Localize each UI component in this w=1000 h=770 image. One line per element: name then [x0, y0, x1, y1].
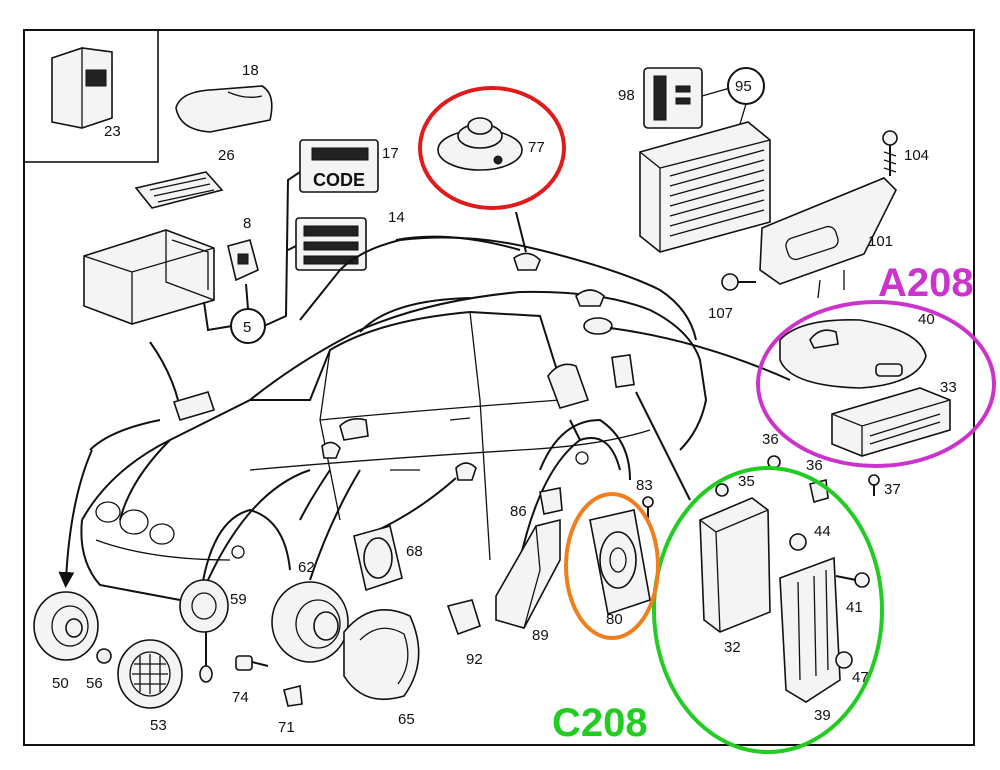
callout-56: 56 [86, 675, 103, 692]
nut-35 [715, 483, 729, 497]
bolt-107 [721, 273, 756, 291]
c208-label: C208 [552, 701, 648, 745]
booklet-part [51, 47, 113, 129]
car-body [80, 236, 708, 601]
callout-74: 74 [232, 689, 249, 706]
door-speaker-bracket [547, 363, 590, 409]
bolt-37 [868, 474, 880, 496]
callout-71: 71 [278, 719, 295, 736]
callout-8: 8 [243, 215, 251, 232]
callout-68: 68 [406, 543, 423, 560]
screw-56 [96, 648, 112, 664]
cd-changer-95 [639, 121, 771, 253]
connector-part [227, 239, 259, 282]
callout-98: 98 [618, 87, 635, 104]
callout-44: 44 [814, 523, 831, 540]
callout-77: 77 [528, 139, 545, 156]
callout-39: 39 [814, 707, 831, 724]
rear-module [611, 353, 635, 389]
callout-32: 32 [724, 639, 741, 656]
code-card-text: CODE [313, 170, 365, 190]
callout-37: 37 [884, 481, 901, 498]
callout-107: 107 [708, 305, 733, 322]
callout-62: 62 [298, 559, 315, 576]
grille-65 [343, 608, 420, 700]
inset-box [23, 29, 159, 163]
callout-65: 65 [398, 711, 415, 728]
speaker-77-part [437, 117, 523, 171]
screw-104 [882, 130, 898, 176]
bracket-101 [759, 177, 897, 299]
callout-35: 35 [738, 473, 755, 490]
cover-92 [446, 599, 481, 636]
callout-33: 33 [940, 379, 957, 396]
callout-80: 80 [606, 611, 623, 628]
callout-101: 101 [868, 233, 893, 250]
green-highlight-ring [652, 466, 884, 754]
bracket-39 [779, 556, 841, 703]
callout-23: 23 [104, 123, 121, 140]
callout-40: 40 [918, 311, 935, 328]
remote-part [134, 171, 224, 209]
nut-44 [789, 533, 807, 551]
callout-104: 104 [904, 147, 929, 164]
callout-36-side: 36 [806, 457, 823, 474]
side-module [172, 391, 216, 421]
callout-83: 83 [636, 477, 653, 494]
plug-71 [283, 685, 303, 707]
card-holder-98 [643, 67, 703, 129]
speaker-59-part [179, 579, 229, 683]
rear-shelf-speaker [575, 289, 605, 307]
mirror-switch [321, 441, 341, 459]
diagram-frame [23, 29, 975, 746]
orange-highlight-ring [564, 492, 660, 640]
radio-unit-part [83, 229, 215, 325]
callout-5: 5 [243, 319, 251, 336]
callout-36-top: 36 [762, 431, 779, 448]
door-tweeter [455, 462, 477, 481]
callout-14: 14 [388, 209, 405, 226]
label-sticker-part [295, 217, 367, 271]
callout-89: 89 [532, 627, 549, 644]
nut-47 [835, 651, 853, 669]
speaker-68-part [353, 525, 403, 592]
callout-26: 26 [218, 147, 235, 164]
callout-86: 86 [510, 503, 527, 520]
housing-89 [495, 518, 561, 629]
a208-label: A208 [878, 261, 974, 305]
callout-53: 53 [150, 717, 167, 734]
bolt-74 [235, 655, 269, 671]
callout-59: 59 [230, 591, 247, 608]
callout-17: 17 [382, 145, 399, 162]
callout-95: 95 [735, 78, 752, 95]
woofer-62 [271, 581, 349, 663]
code-card-part: CODE [299, 139, 379, 193]
magenta-highlight-ring [756, 300, 996, 468]
speaker-80-part [589, 509, 651, 616]
roof-antenna [513, 252, 541, 271]
speaker-50-part [33, 591, 99, 661]
rear-speaker-cover [583, 317, 613, 335]
grommet-86 [539, 487, 563, 515]
callout-92: 92 [466, 651, 483, 668]
disc-40 [779, 319, 927, 389]
amplifier-33 [831, 387, 951, 457]
screw-41 [835, 572, 870, 588]
callout-41: 41 [846, 599, 863, 616]
callout-18: 18 [242, 62, 259, 79]
grille-53 [117, 639, 183, 709]
red-highlight-ring [418, 86, 566, 210]
bolt-83 [642, 496, 654, 518]
callout-50: 50 [52, 675, 69, 692]
pouch-part [175, 85, 273, 133]
module-32 [699, 497, 771, 633]
